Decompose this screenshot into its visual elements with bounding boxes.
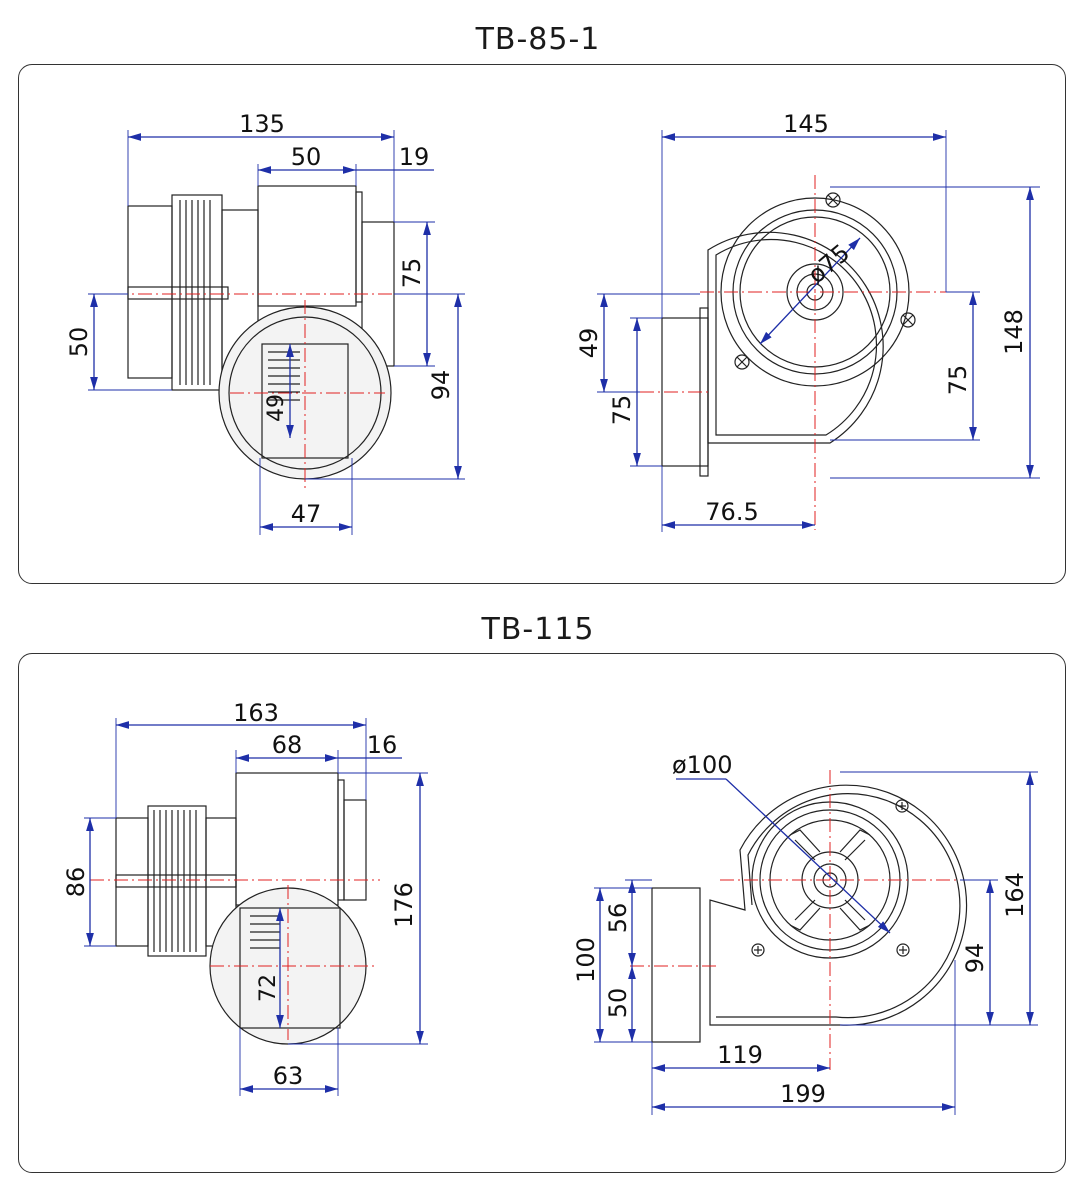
tb85-front-dia-75: ø75 bbox=[803, 239, 856, 290]
tb115-side-dim-176: 176 bbox=[390, 882, 418, 928]
tb115-front-dim-50: 50 bbox=[604, 988, 632, 1019]
tb85-side-view: 135 50 19 75 50 94 49 47 bbox=[65, 110, 465, 535]
tb115-side-dim-16: 16 bbox=[367, 731, 398, 759]
tb115-side-dim-72: 72 bbox=[256, 974, 281, 1002]
tb85-front-dim-148: 148 bbox=[1000, 309, 1028, 355]
tb115-front-dim-119: 119 bbox=[717, 1041, 763, 1069]
tb85-side-dim-50-top: 50 bbox=[291, 143, 322, 171]
tb115-front-dim-94: 94 bbox=[961, 943, 989, 974]
tb85-side-dim-19: 19 bbox=[399, 143, 430, 171]
title-tb85: TB-85-1 bbox=[475, 22, 601, 57]
tb85-side-dim-75: 75 bbox=[398, 258, 426, 289]
tb85-side-dim-47: 47 bbox=[291, 500, 322, 528]
tb85-front-dim-75-right: 75 bbox=[944, 365, 972, 396]
tb115-side-dim-163: 163 bbox=[233, 699, 279, 727]
tb85-side-dim-49: 49 bbox=[264, 394, 289, 422]
tb115-front-dim-56: 56 bbox=[604, 903, 632, 934]
tb115-side-view: 163 68 16 86 176 72 63 bbox=[62, 699, 428, 1096]
tb85-front-dim-49: 49 bbox=[575, 328, 603, 359]
tb115-front-dim-100: 100 bbox=[572, 937, 600, 983]
tb115-front-dim-199: 199 bbox=[780, 1080, 826, 1108]
tb85-front-dim-75-left: 75 bbox=[608, 395, 636, 426]
panel-tb85 bbox=[18, 64, 1066, 584]
tb85-side-dim-50-left: 50 bbox=[65, 327, 93, 358]
tb115-front-dia-100: ø100 bbox=[672, 751, 733, 779]
tb115-side-dim-63: 63 bbox=[273, 1062, 304, 1090]
tb115-front-view: ø100 164 100 56 50 94 119 199 bbox=[572, 751, 1038, 1115]
tb115-front-dim-164: 164 bbox=[1001, 872, 1029, 918]
tb115-side-dim-68: 68 bbox=[272, 731, 303, 759]
tb85-front-view: 145 ø75 148 49 75 75 76.5 bbox=[575, 110, 1040, 532]
title-tb115: TB-115 bbox=[481, 612, 595, 647]
tb85-side-dim-94: 94 bbox=[427, 370, 455, 401]
tb85-front-dim-76-5: 76.5 bbox=[705, 498, 758, 526]
tb85-side-dim-135: 135 bbox=[239, 110, 285, 138]
tb85-front-dim-145: 145 bbox=[783, 110, 829, 138]
tb115-side-dim-86: 86 bbox=[62, 867, 90, 898]
